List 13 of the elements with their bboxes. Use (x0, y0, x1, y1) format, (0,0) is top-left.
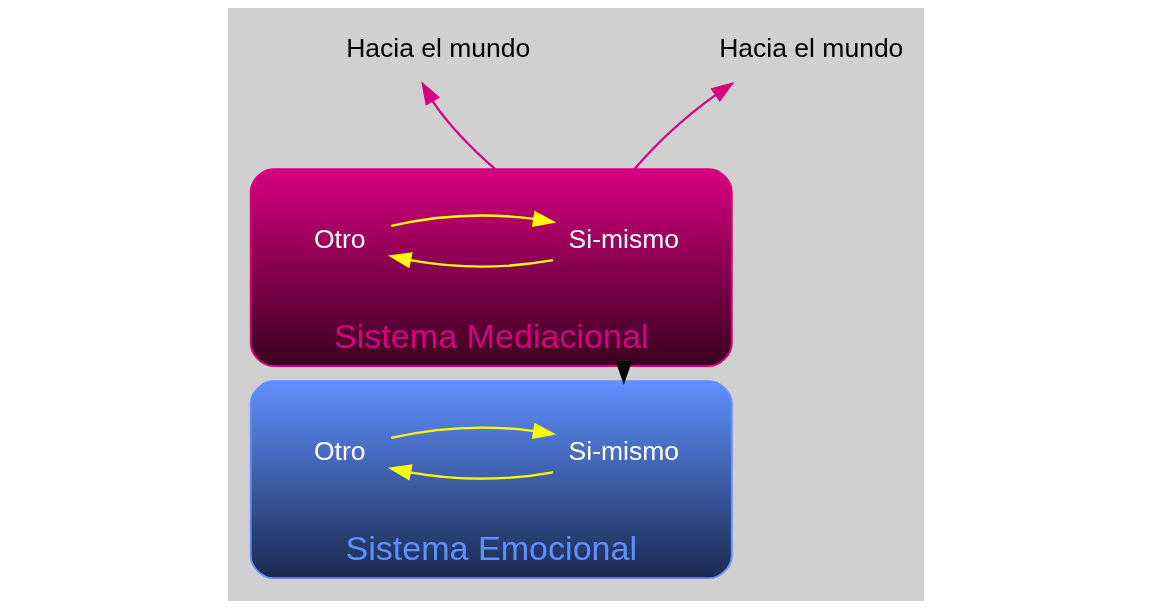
arrow (387, 464, 553, 481)
node-text: Hacia el mundo (345, 32, 530, 63)
arrow (420, 81, 496, 170)
node-text: Si-mismo (568, 224, 679, 255)
node-text: Si-mismo (568, 436, 679, 467)
arrow (390, 422, 556, 440)
node-text: Otro (313, 224, 366, 255)
node-text: Hacia el mundo (718, 32, 903, 63)
node-text: Otro (313, 436, 366, 467)
arrow (387, 252, 553, 269)
arrow (633, 81, 734, 170)
arrow (615, 361, 632, 385)
arrow (390, 210, 556, 227)
